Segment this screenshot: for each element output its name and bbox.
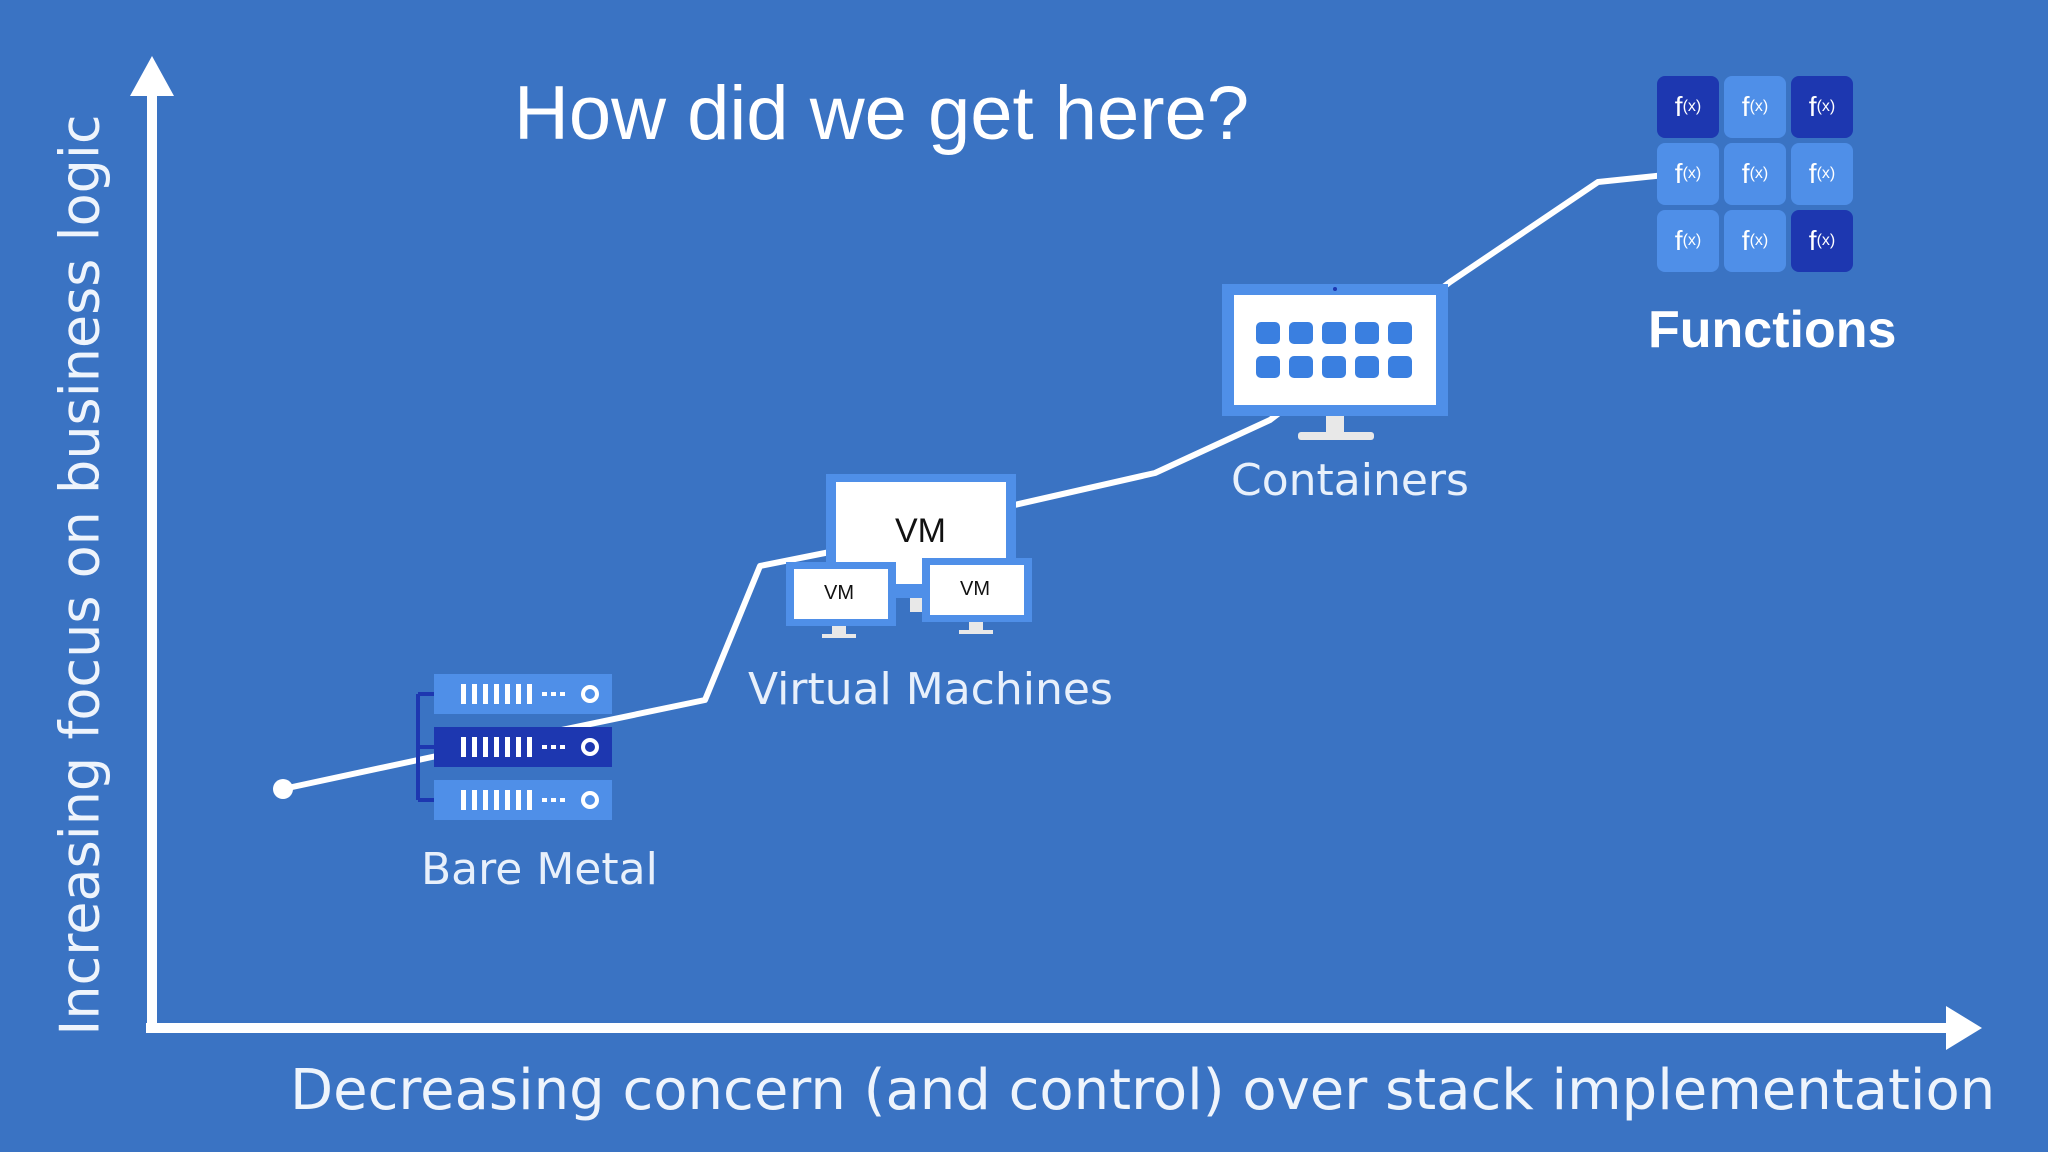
function-tile-symbol: f	[1808, 158, 1817, 189]
x-axis-label: Decreasing concern (and control) over st…	[290, 1058, 1996, 1123]
function-tile: f(x)	[1724, 143, 1786, 205]
y-axis-arrowhead	[130, 56, 174, 96]
function-tile-symbol: f	[1674, 158, 1683, 189]
vm-small-right-label: VM	[960, 578, 990, 600]
function-tile-symbol: f	[1741, 91, 1750, 122]
function-tile-arg: (x)	[1682, 165, 1702, 182]
y-axis-label: Increasing focus on business logic	[48, 114, 112, 1036]
function-tile-arg: (x)	[1816, 98, 1836, 115]
function-tile-arg: (x)	[1682, 232, 1702, 249]
vm-monitors-icon	[786, 474, 1032, 638]
slide-title: How did we get here?	[514, 71, 1250, 156]
x-axis-arrowhead	[1946, 1006, 1982, 1050]
server-rack-icon	[416, 674, 612, 820]
virtual-machines-label: Virtual Machines	[748, 664, 1113, 715]
function-tile-symbol: f	[1741, 225, 1750, 256]
function-tile-arg: (x)	[1816, 165, 1836, 182]
function-tile-arg: (x)	[1749, 232, 1769, 249]
function-tile-symbol: f	[1808, 91, 1817, 122]
path-start-dot	[273, 779, 293, 799]
function-tile: f(x)	[1791, 210, 1853, 272]
function-tile-symbol: f	[1674, 91, 1683, 122]
containers-monitor-icon	[1222, 284, 1448, 440]
function-tile: f(x)	[1724, 76, 1786, 138]
function-tile-arg: (x)	[1749, 165, 1769, 182]
function-tile: f(x)	[1657, 210, 1719, 272]
containers-label: Containers	[1231, 455, 1469, 506]
function-tile: f(x)	[1724, 210, 1786, 272]
bare-metal-label: Bare Metal	[421, 844, 658, 895]
function-tile: f(x)	[1657, 143, 1719, 205]
function-tile-symbol: f	[1674, 225, 1683, 256]
function-tile: f(x)	[1791, 76, 1853, 138]
function-tile: f(x)	[1791, 143, 1853, 205]
function-tile-arg: (x)	[1749, 98, 1769, 115]
vm-small-left-label: VM	[824, 582, 854, 604]
function-tile-symbol: f	[1741, 158, 1750, 189]
functions-grid-icon: f(x)f(x)f(x)f(x)f(x)f(x)f(x)f(x)f(x)	[1657, 76, 1857, 272]
functions-label: Functions	[1648, 301, 1897, 359]
function-tile-symbol: f	[1808, 225, 1817, 256]
function-tile-arg: (x)	[1682, 98, 1702, 115]
function-tile: f(x)	[1657, 76, 1719, 138]
function-tile-arg: (x)	[1816, 232, 1836, 249]
vm-main-label: VM	[895, 512, 946, 550]
